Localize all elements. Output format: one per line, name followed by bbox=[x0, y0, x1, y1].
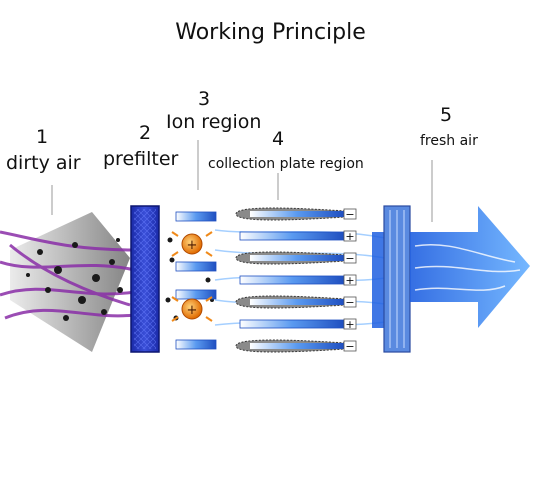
stage-5-label: fresh air bbox=[420, 133, 478, 149]
plate-sign-box bbox=[343, 296, 357, 308]
negative-plate bbox=[250, 255, 344, 261]
positive-plate bbox=[239, 231, 345, 241]
collection-plate: − bbox=[235, 207, 357, 221]
collection-plate: − bbox=[235, 339, 357, 353]
stage-4-number: 4 bbox=[272, 128, 285, 150]
positive-plate bbox=[239, 275, 345, 285]
plate-sign: − bbox=[345, 296, 354, 309]
diagram-title: Working Principle bbox=[175, 20, 366, 45]
exit-filter-lines bbox=[389, 210, 405, 348]
plate-sign-box bbox=[343, 340, 357, 352]
negative-plate bbox=[250, 299, 344, 305]
ionizer-top: + bbox=[171, 231, 213, 257]
prefilter-mesh bbox=[134, 209, 156, 349]
stage-1-number: 1 bbox=[36, 126, 49, 148]
plate-sign: − bbox=[345, 208, 354, 221]
plate-sign: + bbox=[345, 318, 354, 331]
positive-plate bbox=[239, 319, 345, 329]
pointer-lines bbox=[51, 140, 433, 222]
collection-plate: + bbox=[239, 318, 357, 331]
ionizer-bottom: + bbox=[171, 296, 213, 322]
fresh-air-arrow bbox=[410, 206, 530, 328]
ion-sign-bottom: + bbox=[187, 303, 198, 318]
stage-3-label: Ion region bbox=[166, 111, 262, 133]
stage-2-label: prefilter bbox=[103, 148, 179, 170]
stage-4-label: collection plate region bbox=[208, 156, 364, 172]
collection-plates: − + − + − + − bbox=[235, 207, 357, 353]
dirty-air-streams bbox=[0, 230, 136, 320]
plate-sign-box bbox=[343, 230, 357, 242]
stage-2-number: 2 bbox=[139, 122, 152, 144]
plate-sign-box bbox=[343, 318, 357, 330]
plate-sign-box bbox=[343, 208, 357, 220]
fresh-air-streaks bbox=[414, 243, 521, 291]
collection-plate: + bbox=[239, 230, 357, 243]
collection-plate: + bbox=[239, 274, 357, 287]
collection-plate: − bbox=[235, 295, 357, 309]
plate-sign: + bbox=[345, 274, 354, 287]
ion-sign-top: + bbox=[187, 238, 198, 253]
stage-1-label: dirty air bbox=[6, 152, 81, 174]
plate-sign-box bbox=[343, 252, 357, 264]
plate-sign: + bbox=[345, 230, 354, 243]
plate-sign: − bbox=[345, 340, 354, 353]
negative-plate bbox=[250, 343, 344, 349]
dust-particles bbox=[26, 237, 214, 321]
plate-sign: − bbox=[345, 252, 354, 265]
plate-sign-box bbox=[343, 274, 357, 286]
ion-plates bbox=[175, 211, 217, 350]
stage-3-number: 3 bbox=[198, 88, 211, 110]
collection-plate: − bbox=[235, 251, 357, 265]
exit-filter-blur bbox=[372, 232, 384, 328]
stage-5-number: 5 bbox=[440, 104, 453, 126]
negative-plate bbox=[250, 211, 344, 217]
